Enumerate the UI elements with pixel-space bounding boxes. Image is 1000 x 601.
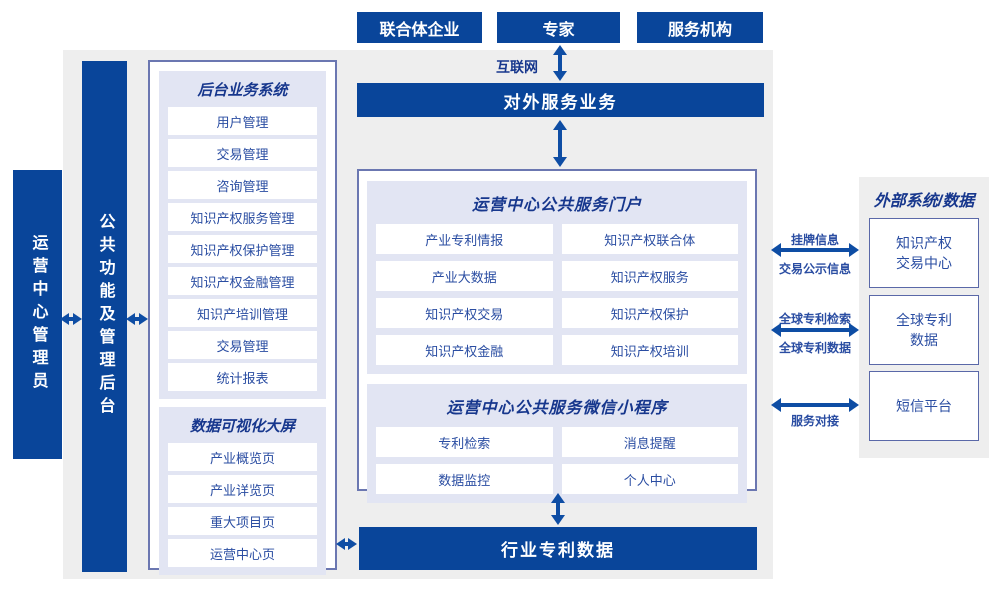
external-service-bar: 对外服务业务 [357, 83, 764, 117]
miniprogram-item-data-monitor: 数据监控 [376, 464, 553, 494]
backend-system-title: 后台业务系统 [197, 82, 288, 99]
service-to-portal-arrow [553, 120, 567, 167]
backend-item-ip-service-mgmt: 知识产权服务管理 [168, 203, 317, 231]
portal-item-ip-finance: 知识产权金融 [376, 335, 553, 365]
link2-top-label: 全球专利检索 [778, 312, 851, 326]
backend-item-statistics-report: 统计报表 [168, 363, 317, 391]
dashboard-panel: 数据可视化大屏 产业概览页 产业详览页 重大项目页 运营中心页 [159, 407, 326, 575]
backend-item-ip-finance-mgmt: 知识产权金融管理 [168, 267, 317, 295]
portal-item-ip-trading: 知识产权交易 [376, 298, 553, 328]
backend-item-consult-mgmt: 咨询管理 [168, 171, 317, 199]
backend-item-ip-protection-mgmt: 知识产权保护管理 [168, 235, 317, 263]
actor-consortium-enterprises: 联合体企业 [357, 12, 482, 43]
link1-top-label: 挂牌信息 [790, 233, 839, 247]
dashboard-title: 数据可视化大屏 [189, 418, 295, 435]
backend-item-trade-mgmt-2: 交易管理 [168, 331, 317, 359]
miniprogram-title: 运营中心公共服务微信小程序 [446, 400, 668, 417]
portal-item-ip-service: 知识产权服务 [561, 261, 738, 291]
internet-label: 互联网 [496, 59, 538, 75]
sms-platform-arrow [771, 398, 859, 412]
portal-item-ip-protection: 知识产权保护 [561, 298, 738, 328]
external-systems-panel: 外部系统/数据 知识产权 交易中心 全球专利 数据 短信平台 [859, 177, 989, 458]
industry-patent-data-bar: 行业专利数据 [359, 527, 757, 570]
external-box-ip-trading-center: 知识产权 交易中心 [869, 218, 979, 288]
dashboard-item-industry-detail: 产业详览页 [168, 475, 317, 503]
external-systems-title: 外部系统/数据 [873, 193, 975, 210]
portal-item-ip-consortium: 知识产权联合体 [561, 224, 738, 254]
container-to-data-arrow [336, 538, 357, 550]
operation-admin-bar: 运营中心管理员 [13, 170, 62, 459]
link3-bottom-label: 服务对接 [790, 414, 839, 428]
operation-admin-label: 运营中心管理员 [29, 234, 47, 395]
miniprogram-item-message-alert: 消息提醒 [561, 427, 738, 457]
internet-arrow [553, 45, 567, 81]
backend-item-ip-training-mgmt: 知识产培训管理 [168, 299, 317, 327]
miniprogram-item-personal-center: 个人中心 [561, 464, 738, 494]
public-backend-label: 公共功能及管理后台 [96, 213, 114, 420]
ip-trading-center-arrow [771, 243, 859, 257]
portal-item-industry-bigdata: 产业大数据 [376, 261, 553, 291]
backend-dashboard-container: 后台业务系统 用户管理 交易管理 咨询管理 知识产权服务管理 知识产权保护管理 … [148, 60, 337, 575]
link1-bottom-label: 交易公示信息 [778, 262, 851, 276]
dashboard-item-major-projects: 重大项目页 [168, 507, 317, 535]
portal-to-data-arrow [551, 493, 565, 525]
dashboard-item-operation-center: 运营中心页 [168, 539, 317, 567]
backend-item-user-mgmt: 用户管理 [168, 107, 317, 135]
backend-item-trade-mgmt: 交易管理 [168, 139, 317, 167]
external-box-sms-platform: 短信平台 [869, 371, 979, 441]
public-service-portal-panel: 运营中心公共服务门户 产业专利情报 知识产权联合体 产业大数据 知识产权服务 知… [367, 181, 747, 374]
miniprogram-panel: 运营中心公共服务微信小程序 专利检索 消息提醒 数据监控 个人中心 [367, 384, 747, 503]
public-backend-bar: 公共功能及管理后台 [82, 61, 127, 572]
global-patent-data-arrow [771, 323, 859, 337]
portal-items: 产业专利情报 知识产权联合体 产业大数据 知识产权服务 知识产权交易 知识产权保… [376, 224, 738, 365]
backend-container-arrow [126, 313, 148, 325]
miniprogram-item-patent-search: 专利检索 [376, 427, 553, 457]
portal-title: 运营中心公共服务门户 [471, 197, 642, 214]
actor-service-organizations: 服务机构 [637, 12, 763, 43]
miniprogram-items: 专利检索 消息提醒 数据监控 个人中心 [376, 427, 738, 494]
portal-item-ip-training: 知识产权培训 [561, 335, 738, 365]
dashboard-item-industry-overview: 产业概览页 [168, 443, 317, 471]
link2-bottom-label: 全球专利数据 [778, 341, 851, 355]
backend-system-panel: 后台业务系统 用户管理 交易管理 咨询管理 知识产权服务管理 知识产权保护管理 … [159, 71, 326, 399]
admin-backend-arrow [60, 313, 82, 325]
portal-miniprogram-container: 运营中心公共服务门户 产业专利情报 知识产权联合体 产业大数据 知识产权服务 知… [357, 169, 757, 503]
portal-item-industry-patent-intel: 产业专利情报 [376, 224, 553, 254]
actor-experts: 专家 [497, 12, 620, 43]
external-box-global-patent-data: 全球专利 数据 [869, 295, 979, 365]
